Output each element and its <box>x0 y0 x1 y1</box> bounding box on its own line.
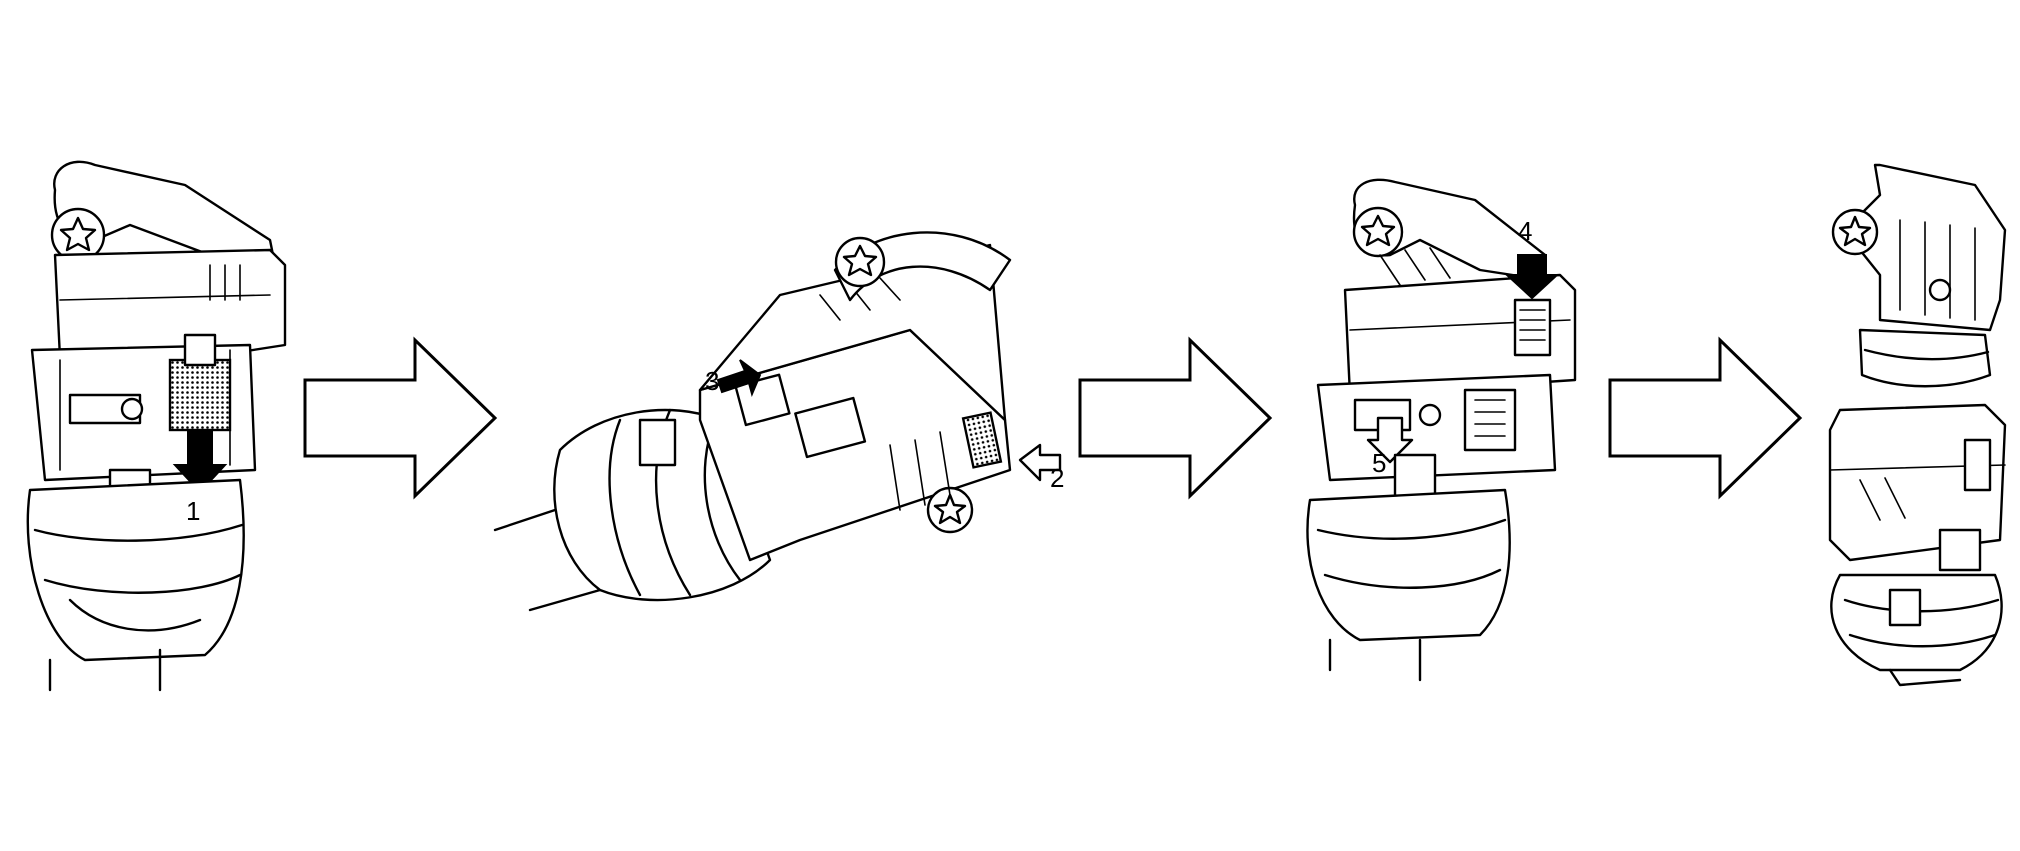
screw-icon <box>926 486 974 534</box>
pull-arrow-5 <box>1366 416 1414 464</box>
release-button <box>961 411 1003 469</box>
step-2-3-illustration <box>493 231 1062 612</box>
callout-4: 4 <box>1518 216 1532 246</box>
callout-5: 5 <box>1372 448 1386 478</box>
screw-icon <box>50 207 106 263</box>
push-arrow-2 <box>1018 443 1062 482</box>
callout-1: 1 <box>186 496 200 526</box>
step-4-5-illustration <box>1306 178 1577 682</box>
flow-arrow-2 <box>1078 336 1273 500</box>
step-final-illustration <box>1828 163 2007 687</box>
flow-arrow-3 <box>1608 336 1803 500</box>
push-arrow-4 <box>1504 254 1560 300</box>
screw-icon <box>1831 208 1879 256</box>
callout-3: 3 <box>705 366 719 396</box>
screw-icon <box>834 236 886 288</box>
lock-tab <box>168 358 232 432</box>
flow-arrow-1 <box>303 336 498 500</box>
step-1-illustration <box>26 160 287 692</box>
callout-2: 2 <box>1050 463 1064 493</box>
slide-arrow-3 <box>716 359 762 398</box>
screw-icon <box>1352 206 1404 258</box>
push-arrow-1 <box>172 429 228 494</box>
